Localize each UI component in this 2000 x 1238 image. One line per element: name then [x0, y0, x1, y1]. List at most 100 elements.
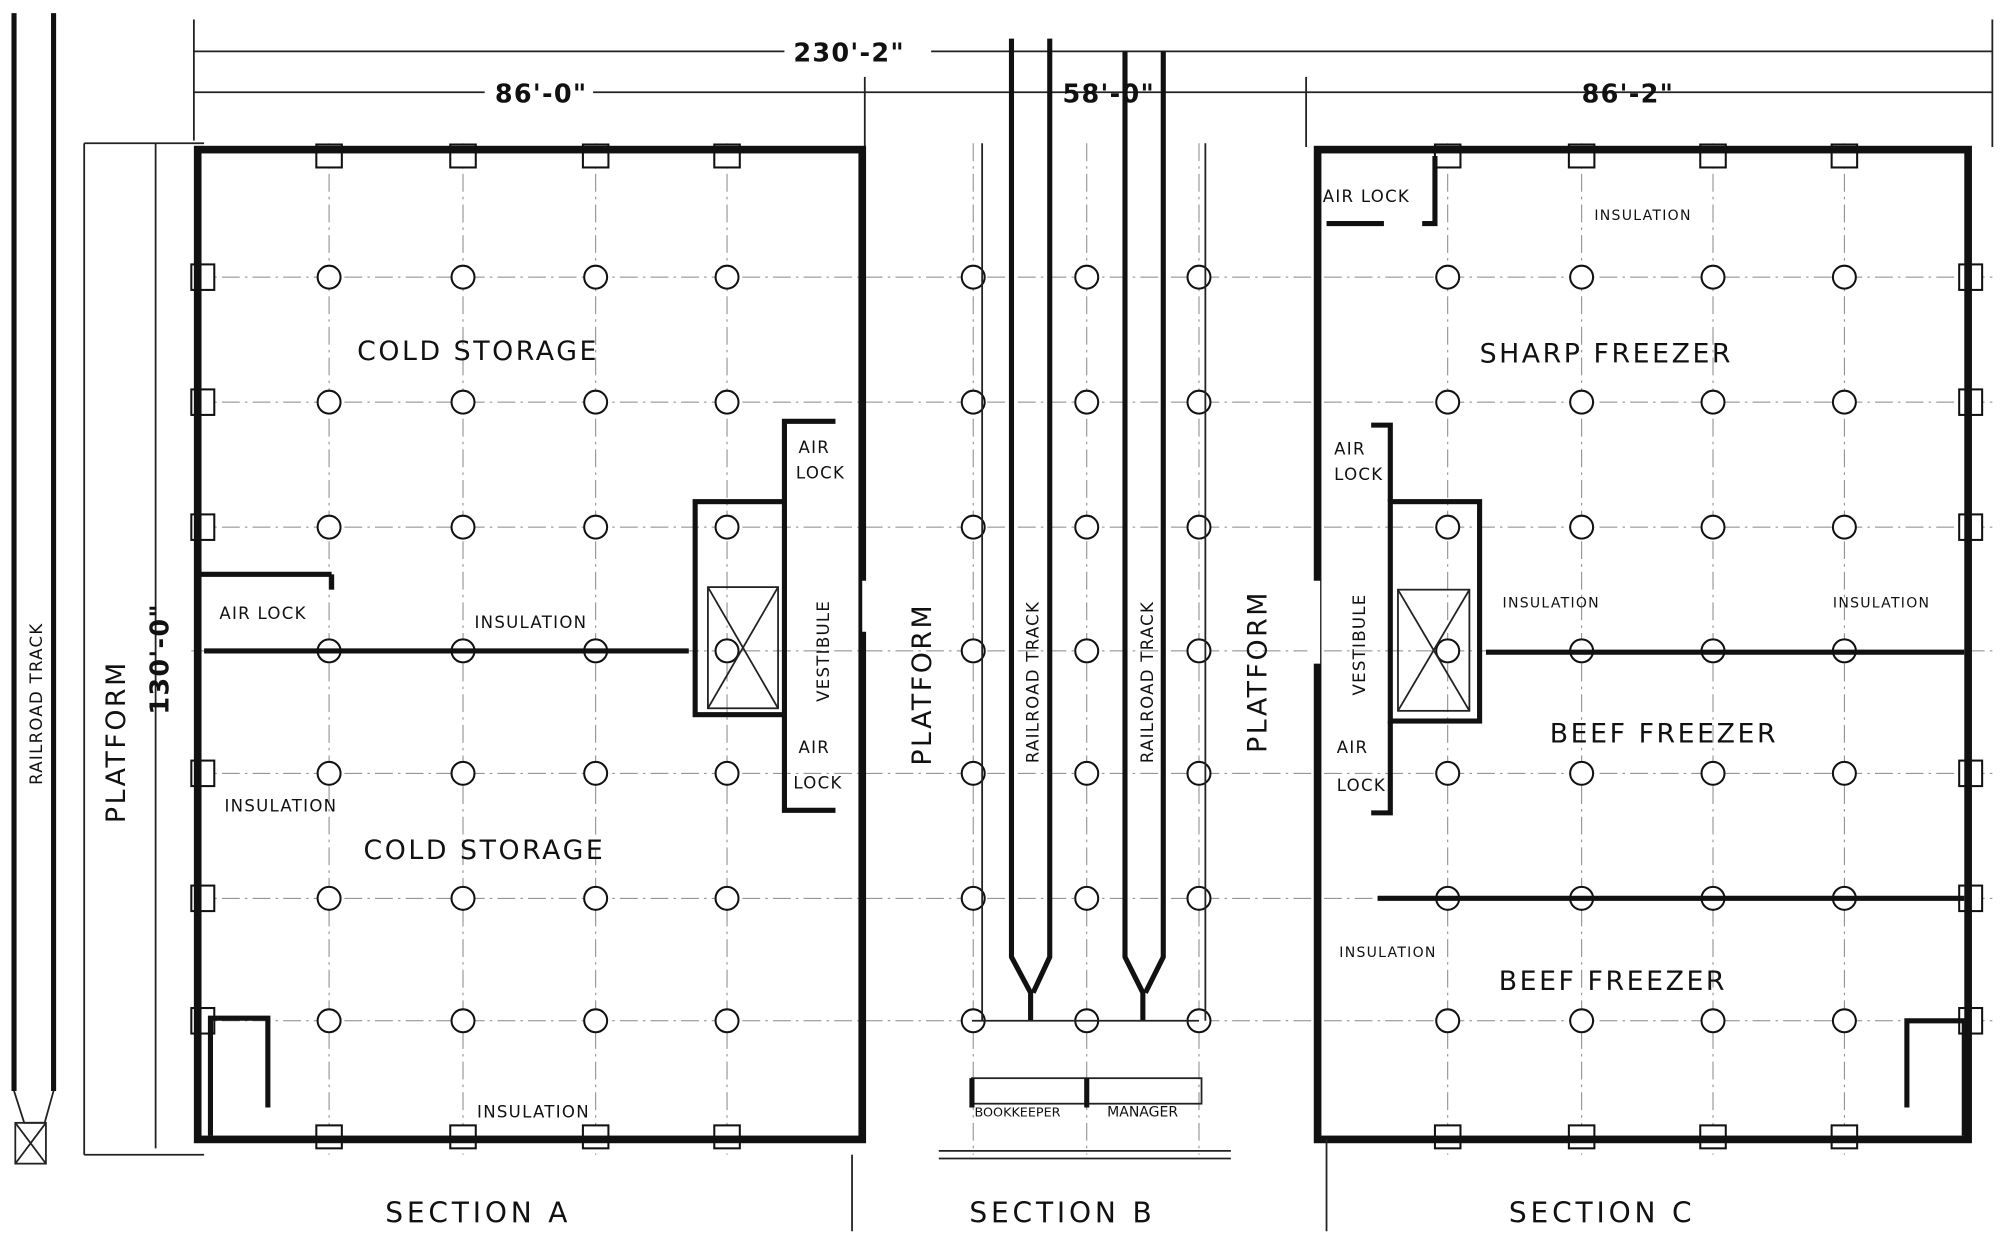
- section-a-walls: [193, 145, 873, 1144]
- section-a-width-dimension: 86'-0": [495, 79, 588, 109]
- column: [1831, 760, 1857, 786]
- column: [316, 514, 342, 540]
- column: [316, 264, 342, 290]
- room-beef-freezer-middle: BEEF FREEZER: [1550, 719, 1778, 750]
- air-lock-a-upper-2: LOCK: [796, 464, 845, 483]
- section-b-title: SECTION B: [969, 1196, 1155, 1229]
- column: [1074, 760, 1100, 786]
- column: [316, 885, 342, 911]
- column: [1186, 514, 1212, 540]
- column: [583, 514, 609, 540]
- column: [1700, 389, 1726, 415]
- insulation-c-mid-right: INSULATION: [1833, 596, 1930, 612]
- office-manager: MANAGER: [1107, 1104, 1178, 1120]
- column: [1186, 264, 1212, 290]
- air-lock-left-label: AIR LOCK: [219, 604, 306, 623]
- room-cold-storage-lower: COLD STORAGE: [364, 835, 606, 866]
- column: [1700, 760, 1726, 786]
- column: [714, 760, 740, 786]
- column: [1831, 1008, 1857, 1034]
- room-beef-freezer-bottom: BEEF FREEZER: [1499, 966, 1727, 997]
- column: [1186, 389, 1212, 415]
- column: [1831, 264, 1857, 290]
- insulation-a-bottom: INSULATION: [477, 1103, 590, 1122]
- platform-b-left: PLATFORM: [907, 603, 938, 766]
- column: [960, 638, 986, 664]
- insulation-c-lower: INSULATION: [1339, 945, 1436, 961]
- column: [316, 760, 342, 786]
- air-lock-a-lower-2: LOCK: [793, 774, 842, 793]
- insulation-a-left: INSULATION: [224, 797, 337, 816]
- column: [1074, 638, 1100, 664]
- column: [450, 760, 476, 786]
- column: [1700, 514, 1726, 540]
- column: [1435, 1008, 1461, 1034]
- left-platform-label: PLATFORM: [101, 660, 132, 823]
- overall-width-dimension: 230'-2": [793, 39, 905, 69]
- air-lock-a-upper-1: AIR: [798, 438, 830, 457]
- column: [1074, 885, 1100, 911]
- column: [960, 760, 986, 786]
- air-lock-a-lower-1: AIR: [798, 738, 830, 757]
- column: [1700, 264, 1726, 290]
- railroad-track-1: RAILROAD TRACK: [1023, 601, 1042, 763]
- column: [1186, 638, 1212, 664]
- column: [450, 514, 476, 540]
- column: [1186, 760, 1212, 786]
- column: [1074, 514, 1100, 540]
- section-b-structure: [851, 38, 1231, 1232]
- column: [450, 389, 476, 415]
- air-lock-c-top: AIR LOCK: [1323, 187, 1410, 206]
- column: [714, 885, 740, 911]
- column: [714, 264, 740, 290]
- column: [1569, 264, 1595, 290]
- column: [583, 1008, 609, 1034]
- air-lock-c-upper-2: LOCK: [1334, 465, 1383, 484]
- railroad-track-2: RAILROAD TRACK: [1138, 601, 1157, 763]
- platform-b-right: PLATFORM: [1243, 590, 1274, 753]
- column: [960, 264, 986, 290]
- insulation-c-mid-left: INSULATION: [1503, 596, 1600, 612]
- section-a-title: SECTION A: [385, 1196, 571, 1229]
- column: [1569, 760, 1595, 786]
- column: [1186, 885, 1212, 911]
- section-c-walls: [1307, 145, 1972, 1232]
- column: [714, 514, 740, 540]
- section-c-width-dimension: 86'-2": [1582, 79, 1675, 109]
- column: [714, 638, 740, 664]
- column: [1435, 264, 1461, 290]
- column: [316, 389, 342, 415]
- column: [714, 389, 740, 415]
- vestibule-c-label: VESTIBULE: [1350, 593, 1369, 695]
- insulation-a-mid: INSULATION: [474, 613, 587, 632]
- column: [1435, 638, 1461, 664]
- column: [960, 885, 986, 911]
- depth-dimension: 130'-0": [145, 603, 175, 715]
- column: [1831, 389, 1857, 415]
- dimension-lines: [83, 19, 1994, 1156]
- section-b-width-dimension: 58'-0": [1063, 79, 1156, 109]
- room-sharp-freezer: SHARP FREEZER: [1480, 339, 1734, 370]
- left-railroad-track: [11, 13, 57, 1165]
- column: [960, 389, 986, 415]
- column: [583, 264, 609, 290]
- column: [583, 760, 609, 786]
- column: [1700, 1008, 1726, 1034]
- column: [1569, 389, 1595, 415]
- air-lock-c-upper-1: AIR: [1334, 439, 1366, 458]
- column: [1831, 514, 1857, 540]
- column: [316, 1008, 342, 1034]
- column: [1074, 264, 1100, 290]
- column: [1569, 1008, 1595, 1034]
- office-bookkeeper: BOOKKEEPER: [974, 1105, 1060, 1120]
- column: [450, 264, 476, 290]
- column: [450, 1008, 476, 1034]
- vestibule-a-label: VESTIBULE: [814, 600, 833, 702]
- column: [583, 885, 609, 911]
- column: [1435, 389, 1461, 415]
- insulation-c-top: INSULATION: [1594, 208, 1691, 224]
- column: [1435, 514, 1461, 540]
- column: [583, 389, 609, 415]
- air-lock-c-lower-2: LOCK: [1337, 776, 1386, 795]
